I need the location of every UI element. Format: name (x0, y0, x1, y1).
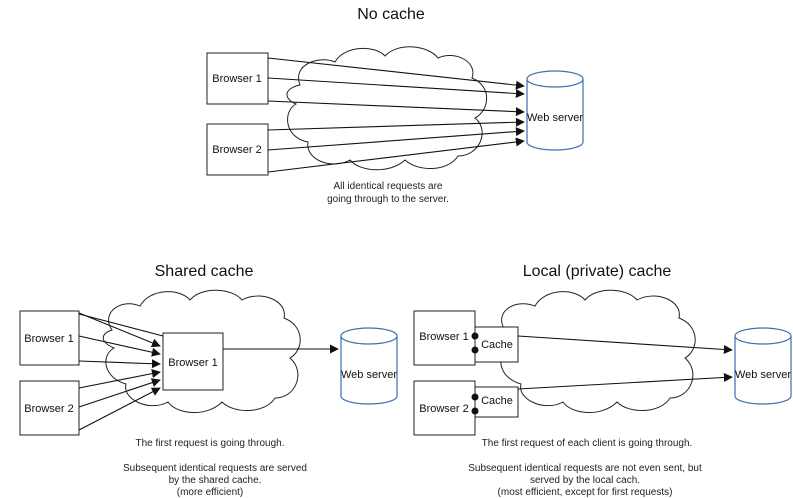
shared-cache-title: Shared cache (155, 263, 254, 280)
forwarded-request-arrow (517, 335, 733, 354)
web-server-cylinder (526, 70, 584, 151)
local-cache-2-box (474, 386, 519, 418)
web-server-cylinder (734, 327, 792, 405)
local-cache-caption-line-2: Subsequent identical requests are not ev… (468, 463, 702, 474)
shared-cache-caption-line-1: The first request is going through. (136, 438, 285, 449)
browser-1-box (206, 52, 269, 105)
no-cache-section: No cache Browser 1 Browser 2 Web server … (206, 6, 584, 205)
internet-cloud (497, 289, 696, 414)
internet-cloud (286, 46, 488, 171)
connector-dot (471, 346, 479, 354)
local-cache-2-label: Cache (481, 395, 513, 407)
browser-2-label: Browser 2 (24, 403, 74, 415)
request-arrow (78, 359, 161, 369)
request-arrow (78, 335, 161, 357)
local-cache-caption-line-3: served by the local cach. (530, 475, 640, 486)
no-cache-caption-line-2: going through to the server. (327, 194, 449, 205)
shared-cache-box (162, 332, 224, 391)
request-arrow (78, 378, 161, 408)
browser-1-label: Browser 1 (419, 331, 469, 343)
request-arrow (267, 117, 525, 131)
request-arrow (267, 100, 525, 117)
browser-2-box (19, 380, 80, 436)
local-cache-title: Local (private) cache (523, 263, 672, 280)
web-server-label: Web server (341, 369, 397, 381)
request-arrow (78, 387, 161, 431)
browser-2-box (413, 380, 476, 436)
shared-cache-caption-line-4: (more efficient) (177, 487, 244, 498)
browser-1-box (19, 310, 80, 366)
request-arrow (267, 57, 525, 90)
shared-cache-section: Shared cache Browser 1 Browser 2 Browser… (19, 263, 398, 498)
browser-1-label: Browser 1 (212, 73, 262, 85)
connector-dot (471, 332, 479, 340)
local-cache-caption-line-4: (most efficient, except for first reques… (498, 487, 673, 498)
browser-2-box (206, 123, 269, 176)
request-arrow (267, 77, 525, 98)
shared-cache-caption-line-2: Subsequent identical requests are served (123, 463, 307, 474)
local-cache-section: Local (private) cache Browser 1 Browser … (413, 263, 792, 498)
request-arrow (78, 313, 164, 337)
forwarded-request-arrow (517, 372, 733, 390)
shared-cache-caption-line-3: by the shared cache. (169, 475, 262, 486)
browser-1-label: Browser 1 (24, 333, 74, 345)
local-cache-caption-line-1: The first request of each client is goin… (482, 438, 693, 449)
local-cache-1-label: Cache (481, 339, 513, 351)
request-arrow (267, 137, 525, 173)
connector-dot (471, 393, 479, 401)
browser-2-label: Browser 2 (419, 403, 469, 415)
no-cache-caption-line-1: All identical requests are (334, 181, 443, 192)
connector-dot (471, 407, 479, 415)
request-arrow (267, 127, 525, 151)
shared-cache-label: Browser 1 (168, 357, 218, 369)
browser-2-label: Browser 2 (212, 144, 262, 156)
no-cache-title: No cache (357, 6, 425, 23)
web-server-cylinder (340, 327, 398, 405)
web-server-label: Web server (735, 369, 791, 381)
request-arrow (78, 312, 161, 348)
local-cache-1-box (474, 326, 519, 363)
web-server-label: Web server (527, 112, 583, 124)
request-arrow (78, 369, 161, 389)
